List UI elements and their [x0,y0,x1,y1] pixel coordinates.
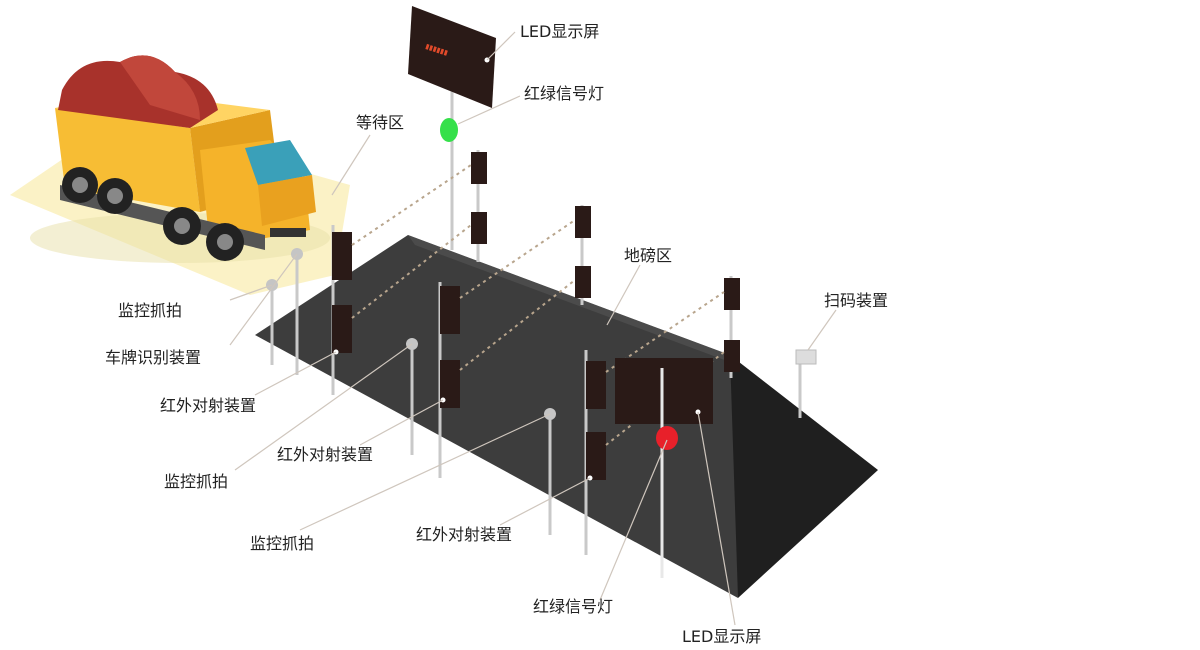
barcode-scanner-icon [795,349,817,418]
label-camera-2: 监控抓拍 [164,472,228,491]
label-camera-1: 监控抓拍 [118,301,182,320]
traffic-light-icon [656,426,678,450]
scale-ramp [690,355,878,598]
label-scale-area: 地磅区 [624,246,672,265]
infrared-sensor-icon [331,150,740,555]
dump-truck-icon [30,55,330,263]
label-camera-3: 监控抓拍 [250,534,314,553]
scale-platform [255,235,738,598]
scale-platform-top-edge [408,235,738,365]
led-screen-icon: ▮▮▮▮▮▮ [408,6,496,108]
label-scanner: 扫码装置 [824,291,888,310]
label-led-top: LED显示屏 [520,22,599,41]
label-led-bottom: LED显示屏 [682,627,761,646]
label-infrared-2: 红外对射装置 [277,445,373,464]
label-infrared-3: 红外对射装置 [416,525,512,544]
label-signal-top: 红绿信号灯 [524,84,604,103]
label-signal-bottom: 红绿信号灯 [533,597,613,616]
label-plate-recognition: 车牌识别装置 [105,348,201,367]
label-waiting-area: 等待区 [356,113,404,132]
label-infrared-1: 红外对射装置 [160,396,256,415]
camera-icon [266,279,556,535]
traffic-light-icon [440,118,458,142]
